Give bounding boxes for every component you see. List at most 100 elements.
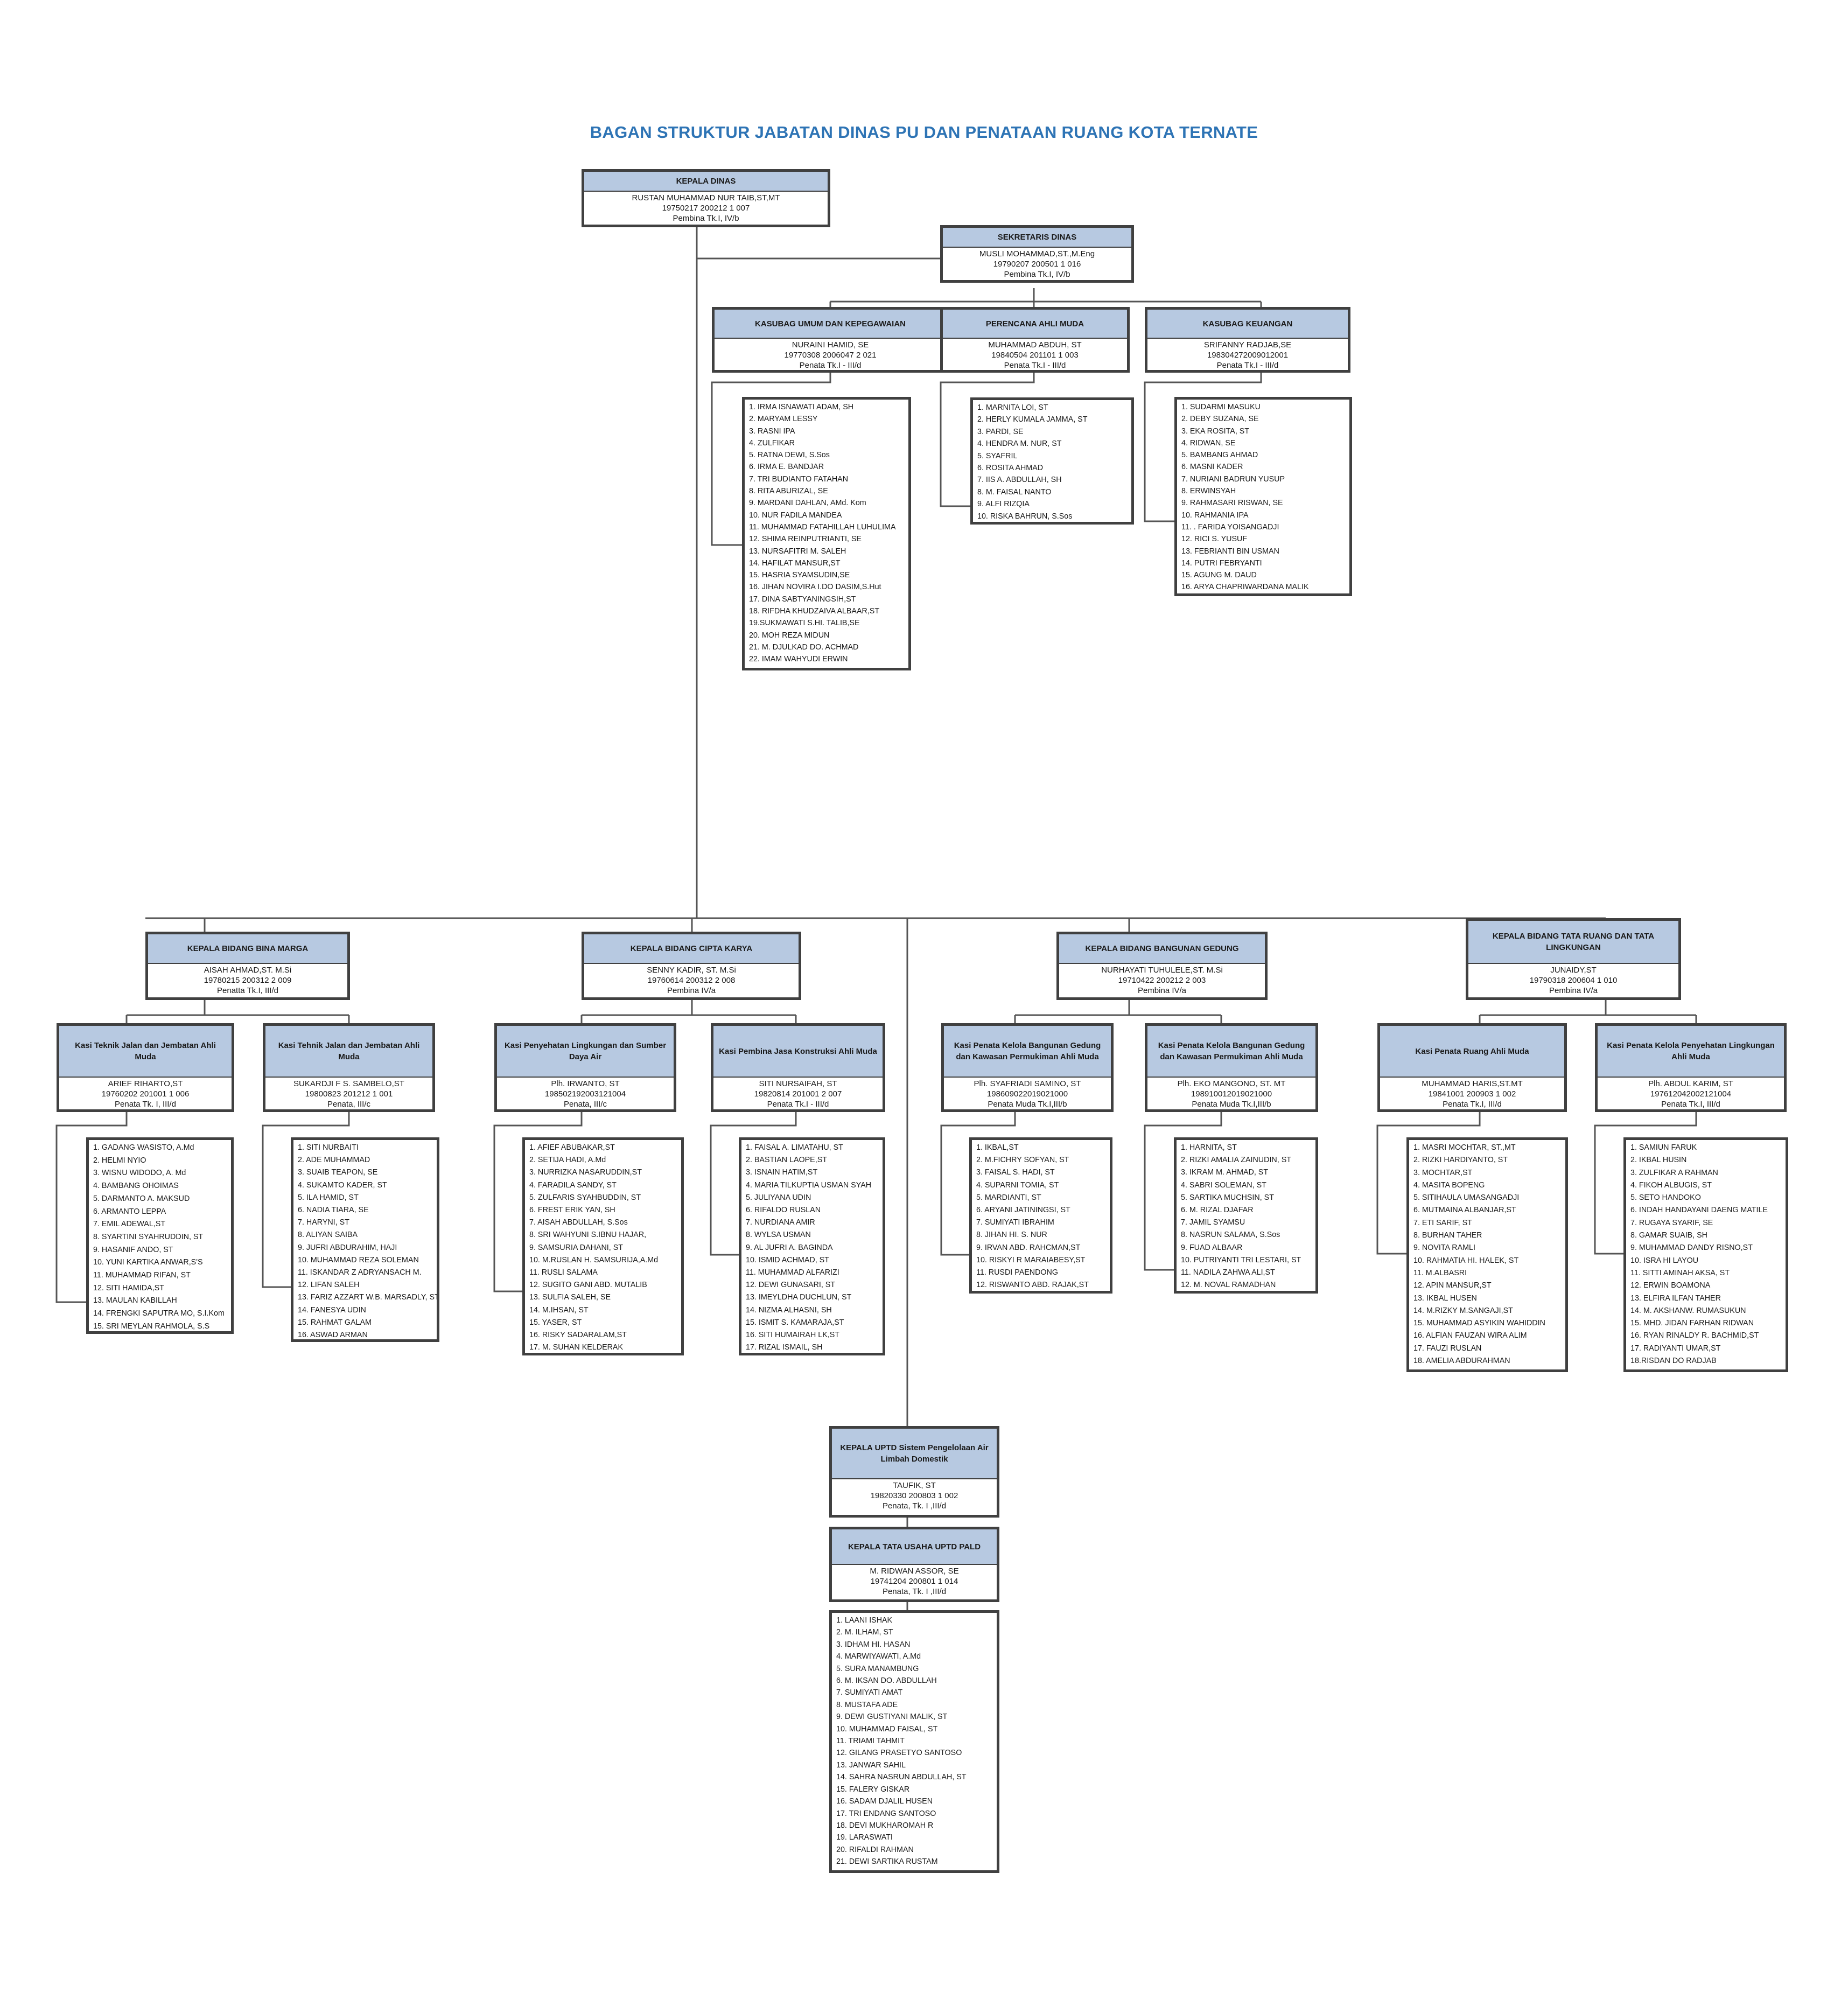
kepala-tata-usaha-uptd-box: KEPALA TATA USAHA UPTD PALD M. RIDWAN AS…: [829, 1527, 999, 1602]
staff-member: 6. RIFALDO RUSLAN: [746, 1206, 821, 1215]
officer-name: Plh. IRWANTO, ST: [551, 1079, 620, 1088]
staff-member: 9. RAHMASARI RISWAN, SE: [1181, 499, 1283, 508]
staff-member: 9. HASANIF ANDO, ST: [93, 1245, 173, 1254]
staff-member: 13. ELFIRA ILFAN TAHER: [1630, 1294, 1721, 1303]
officer-name: Plh. ABDUL KARIM, ST: [1648, 1079, 1733, 1088]
staff-member: 8. MUSTAFA ADE: [836, 1700, 898, 1709]
kepala-uptd-box: KEPALA UPTD Sistem Pengelolaan Air Limba…: [829, 1426, 999, 1518]
staff-member: 15. MHD. JIDAN FARHAN RIDWAN: [1630, 1319, 1754, 1328]
officer-nip: 19820814 201001 2 007: [754, 1089, 842, 1099]
officer-name: Plh. SYAFRIADI SAMINO, ST: [974, 1079, 1081, 1088]
staff-member: 11. M.ALBASRI: [1413, 1268, 1467, 1277]
staff-member: 20. MOH REZA MIDUN: [749, 631, 830, 640]
staff-member: 5. JULIYANA UDIN: [746, 1193, 811, 1202]
officer-rank: Pembina IV/a: [1549, 986, 1598, 995]
staff-member: 11. MUHAMMAD FATAHILLAH LUHULIMA: [749, 522, 896, 532]
staff-member: 3. NURRIZKA NASARUDDIN,ST: [529, 1168, 642, 1177]
staff-member: 2. RIZKI HARDIYANTO, ST: [1413, 1156, 1508, 1165]
officer-name: SRIFANNY RADJAB,SE: [1203, 340, 1292, 350]
staff-member: 8. M. FAISAL NANTO: [977, 487, 1052, 497]
officer-name: MUSLI MOHAMMAD,ST.,M.Eng: [979, 249, 1095, 258]
staff-member: 13. MAULAN KABILLAH: [93, 1296, 177, 1305]
connector-bg2-list: [1144, 1112, 1222, 1271]
staff-member: 9. JUFRI ABDURAHIM, HAJI: [298, 1243, 397, 1252]
staff-member: 13. FARIZ AZZART W.B. MARSADLY, ST: [298, 1293, 439, 1302]
officer-rank: Penata Tk.I - III/d: [767, 1100, 829, 1109]
staff-member: 2. HERLY KUMALA JAMMA, ST: [977, 415, 1088, 424]
staff-member: 9. MARDANI DAHLAN, AMd. Kom: [749, 499, 866, 508]
connector-bidang-bar: [145, 917, 1607, 932]
officer-nip: 197612042002121004: [1650, 1089, 1732, 1099]
staff-member: 12. M. NOVAL RAMADHAN: [1181, 1281, 1276, 1290]
officer-name: RUSTAN MUHAMMAD NUR TAIB,ST,MT: [632, 193, 780, 202]
staff-member: 7. IIS A. ABDULLAH, SH: [977, 476, 1062, 485]
staff-member: 9. MUHAMMAD DANDY RISNO,ST: [1630, 1243, 1753, 1253]
staff-member: 10. NUR FADILA MANDEA: [749, 511, 842, 520]
staff-member: 4. ZULFIKAR: [749, 438, 795, 448]
staff-member: 7. JAMIL SYAMSU: [1181, 1218, 1245, 1227]
staff-member: 18. DEVI MUKHAROMAH R: [836, 1821, 934, 1830]
staff-member: 7. NURDIANA AMIR: [746, 1218, 815, 1227]
officer-rank: Penata, Tk. I ,III/d: [882, 1587, 947, 1596]
staff-member: 2. IKBAL HUSIN: [1630, 1156, 1687, 1165]
staff-member: 14. M.RIZKY M.SANGAJI,ST: [1413, 1306, 1513, 1315]
staff-member: 9. NOVITA RAMLI: [1413, 1243, 1475, 1253]
staff-member: 6. IRMA E. BANDJAR: [749, 463, 824, 472]
staff-member: 17. DINA SABTYANINGSIH,ST: [749, 595, 856, 604]
staff-member: 5. ILA HAMID, ST: [298, 1193, 359, 1202]
bidang-bina-marga-box: KEPALA BIDANG BINA MARGA AISAH AHMAD,ST.…: [145, 932, 350, 1000]
staff-member: 16. ASWAD ARMAN: [298, 1331, 368, 1340]
box-title: KEPALA BIDANG TATA RUANG DAN TATA LINGKU…: [1468, 921, 1678, 964]
staff-member: 4. SUPARNI TOMIA, ST: [976, 1180, 1059, 1190]
staff-member: 5. SARTIKA MUCHSIN, ST: [1181, 1193, 1274, 1202]
staff-member: 3. ZULFIKAR A RAHMAN: [1630, 1168, 1718, 1177]
connector-ck: [580, 1000, 797, 1023]
staff-member: 17. TRI ENDANG SANTOSO: [836, 1809, 936, 1818]
staff-member: 12. SITI HAMIDA,ST: [93, 1283, 164, 1292]
officer-nip: 19790318 200604 1 010: [1529, 976, 1618, 985]
staff-member: 1. FAISAL A. LIMATAHU, ST: [746, 1143, 843, 1152]
staff-member: 12. RICI S. YUSUF: [1181, 535, 1248, 544]
staff-member: 4. BAMBANG OHOIMAS: [93, 1182, 179, 1191]
box-title: KASUBAG UMUM DAN KEPEGAWAIAN: [715, 310, 946, 339]
staff-member: 15. ISMIT S. KAMARAJA,ST: [746, 1318, 844, 1327]
staff-member: 19. LARASWATI: [836, 1833, 893, 1842]
officer-nip: 19820330 200803 1 002: [870, 1491, 958, 1500]
staff-member: 17. RADIYANTI UMAR,ST: [1630, 1344, 1721, 1353]
staff-member: 11. NADILA ZAHWA ALI,ST: [1181, 1268, 1275, 1277]
staff-member: 2. M.FICHRY SOFYAN, ST: [976, 1156, 1069, 1165]
connector-tr: [1479, 1000, 1697, 1023]
staff-member: 6. FREST ERIK YAN, SH: [529, 1206, 615, 1215]
staff-member: 6. MASNI KADER: [1181, 463, 1243, 472]
staff-member: 11. ISKANDAR Z ADRYANSACH M.: [298, 1268, 422, 1277]
staff-member: 1. SAMIUN FARUK: [1630, 1143, 1697, 1152]
staff-member: 6. NADIA TIARA, SE: [298, 1206, 369, 1215]
staff-member: 14. M. AKSHANW. RUMASUKUN: [1630, 1306, 1746, 1315]
staff-member: 10. RISKYI R MARAIABESY,ST: [976, 1255, 1086, 1264]
staff-member: 14. NIZMA ALHASNI, SH: [746, 1305, 832, 1315]
kasubag-keuangan-box: KASUBAG KEUANGAN SRIFANNY RADJAB,SE 1983…: [1145, 307, 1350, 373]
officer-nip: 19750217 200212 1 007: [662, 204, 750, 213]
staff-member: 6. M. RIZAL DJAFAR: [1181, 1206, 1254, 1215]
officer-rank: Penata, Tk. I ,III/d: [882, 1501, 947, 1511]
officer-rank: Penata Tk.I, III/d: [1443, 1100, 1502, 1109]
officer-name: AISAH AHMAD,ST. M.Si: [204, 966, 292, 975]
staff-member: 5. SITIHAULA UMASANGADJI: [1413, 1193, 1520, 1203]
staff-member: 3. SUAIB TEAPON, SE: [298, 1168, 378, 1177]
staff-member: 11. MUHAMMAD RIFAN, ST: [93, 1271, 191, 1280]
officer-nip: 19800823 201212 1 001: [305, 1089, 393, 1099]
connector-keuangan-list: [1144, 373, 1262, 522]
staff-member: 21. M. DJULKAD DO. ACHMAD: [749, 642, 859, 652]
staff-member: 7. EMIL ADEWAL,ST: [93, 1220, 166, 1229]
officer-nip: 19840504 201101 1 003: [991, 351, 1079, 360]
staff-member: 3. RASNI IPA: [749, 427, 795, 436]
staff-member: 13. IMEYLDHA DUCHLUN, ST: [746, 1293, 852, 1302]
staff-member: 4. SUKAMTO KADER, ST: [298, 1180, 387, 1190]
bidang-bangunan-gedung-box: KEPALA BIDANG BANGUNAN GEDUNG NURHAYATI …: [1056, 932, 1268, 1000]
kasi-box-cipta-karya-1: Kasi Penyehatan Lingkungan dan Sumber Da…: [494, 1023, 676, 1112]
